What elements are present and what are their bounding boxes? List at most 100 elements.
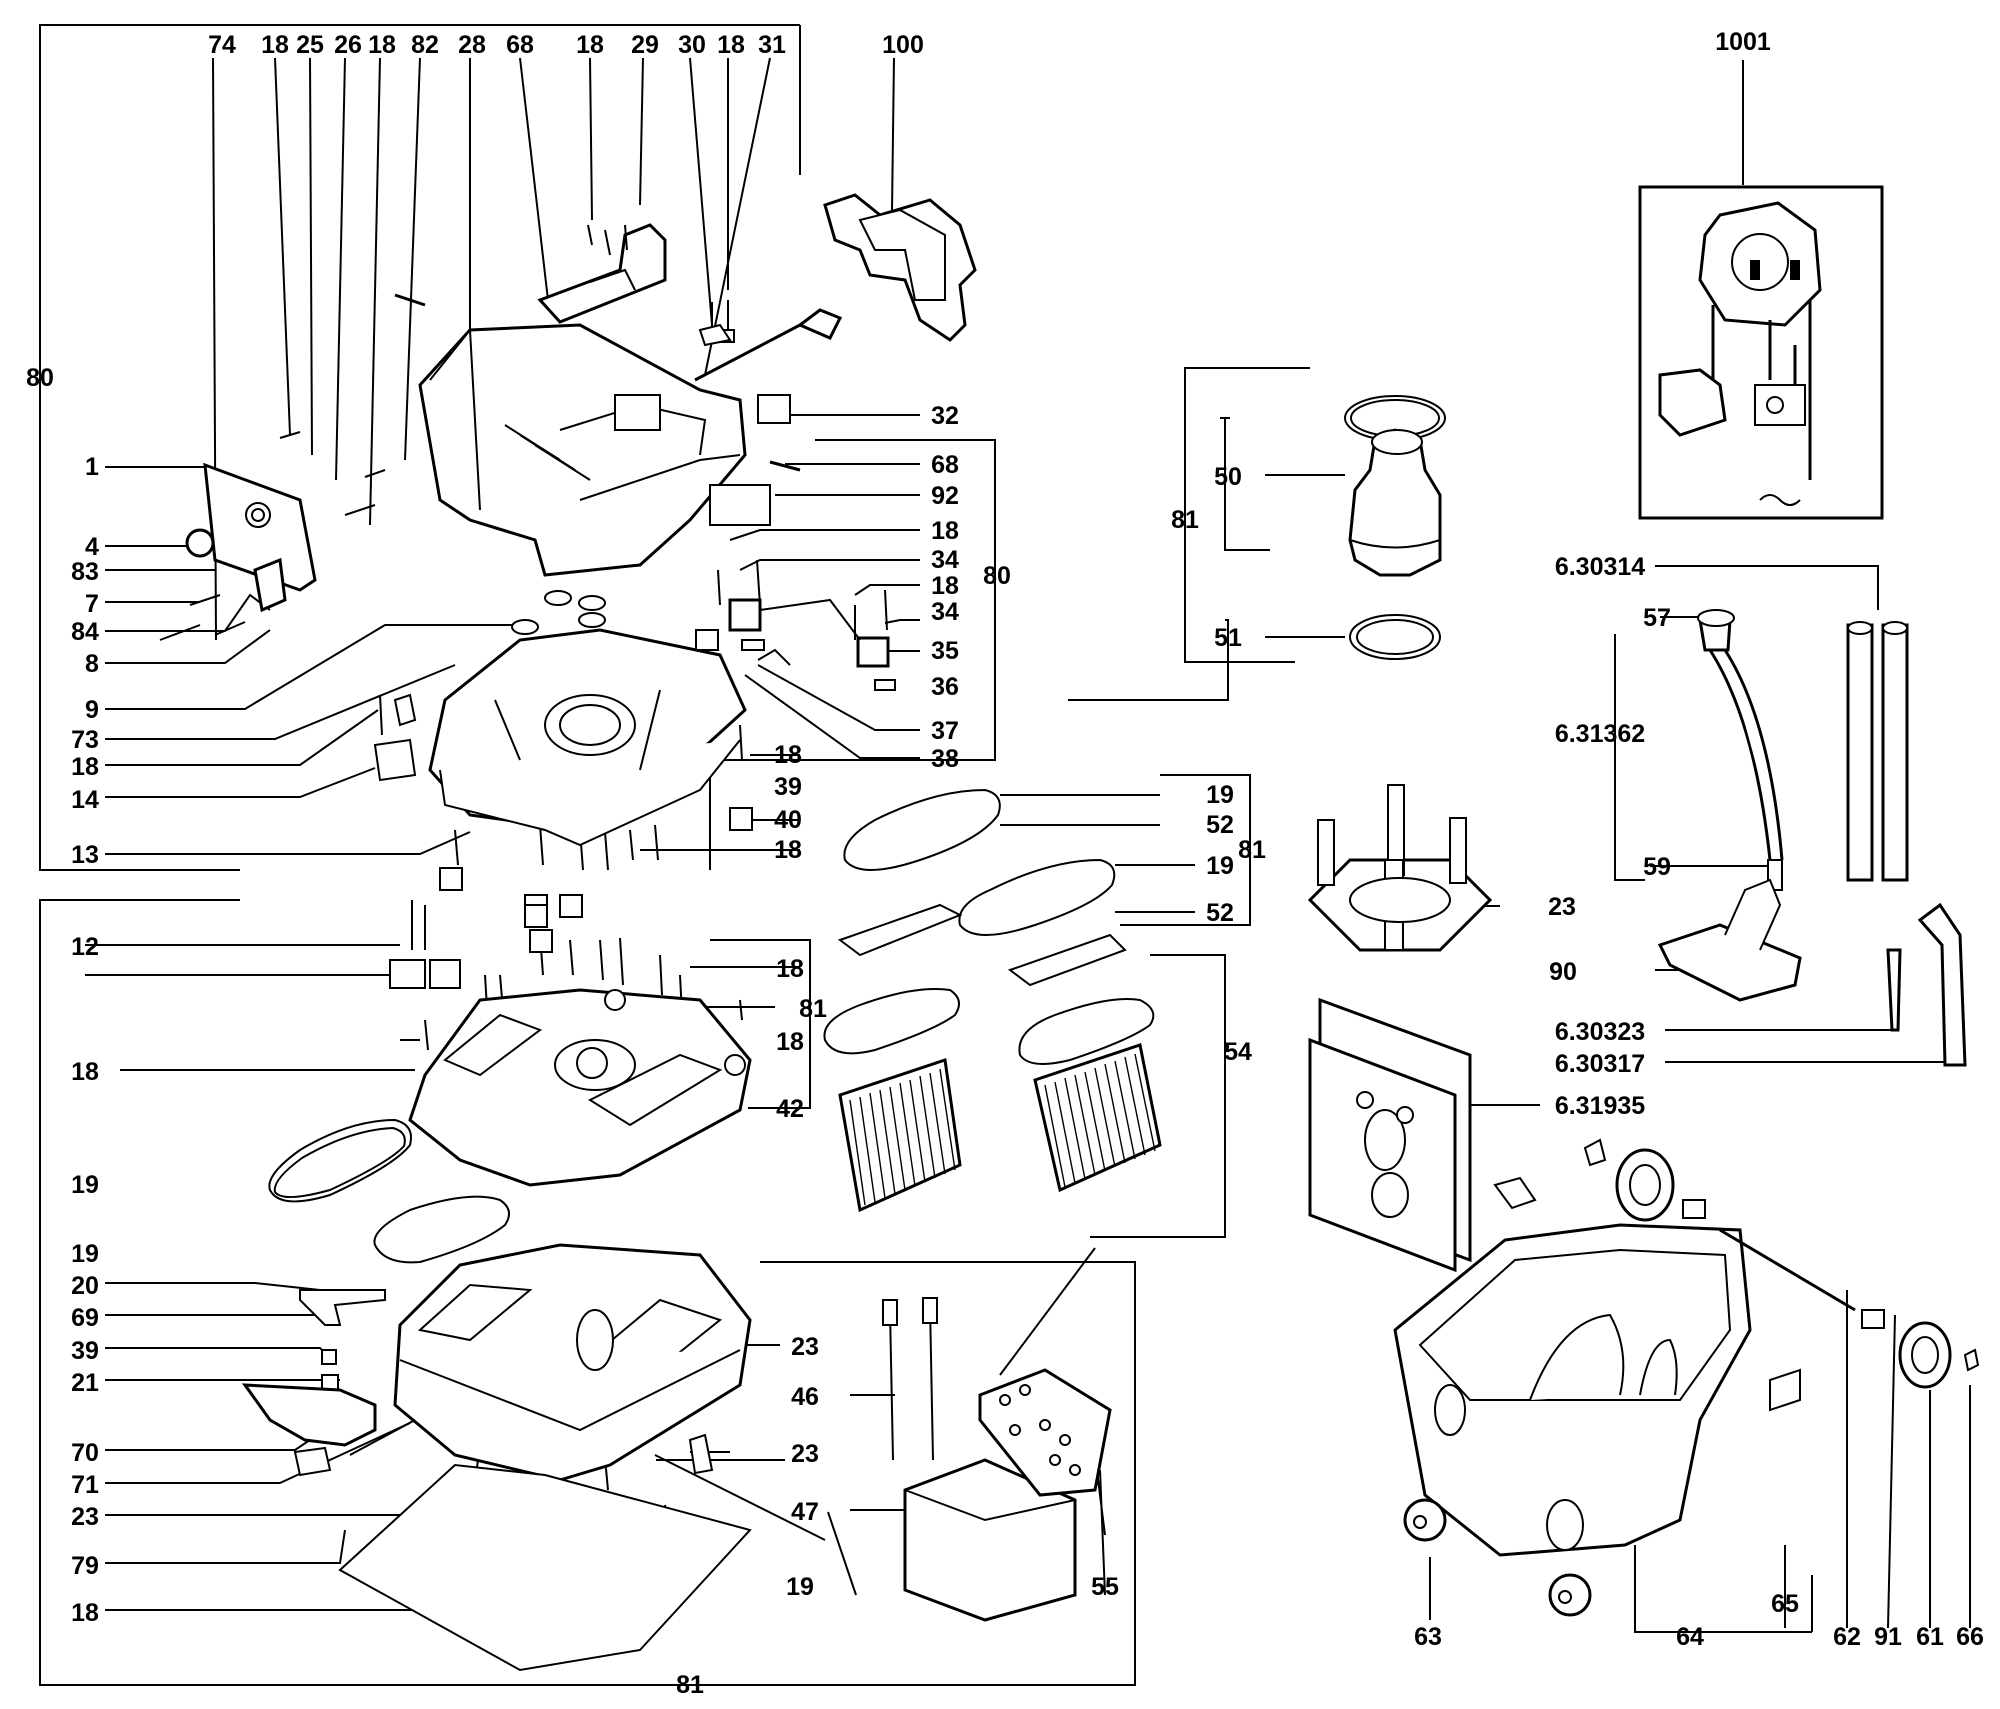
part-6.31935-filter-bag-illustration	[1308, 997, 1472, 1273]
label-65: 65	[1771, 1590, 1799, 1618]
label-18: 18	[776, 955, 804, 983]
part-21-handle-illustration	[241, 1383, 377, 1447]
label-68: 68	[931, 451, 959, 479]
part-32-label-illustration	[757, 394, 791, 424]
label-28: 28	[458, 31, 486, 59]
label-18: 18	[71, 1599, 99, 1627]
label-18: 18	[368, 31, 396, 59]
label-73: 73	[71, 726, 99, 754]
label-6.31935: 6.31935	[1555, 1092, 1645, 1120]
part-52-foam-strip-b-illustration	[1007, 933, 1127, 987]
part-100-bracket-illustration	[823, 193, 977, 342]
label-35: 35	[931, 637, 959, 665]
label-100: 100	[882, 31, 924, 59]
label-59: 59	[1643, 853, 1671, 881]
part-19-gasket-b-illustration	[373, 1195, 510, 1264]
label-18: 18	[931, 572, 959, 600]
part-46-rod-b-illustration	[929, 1304, 934, 1461]
label-55: 55	[1091, 1573, 1119, 1601]
part-6.31362-hose-illustration	[1697, 609, 1784, 891]
label-37: 37	[931, 717, 959, 745]
part-19-filter-gasket-a-illustration	[843, 788, 1001, 871]
label-18: 18	[774, 741, 802, 769]
label-84: 84	[71, 618, 99, 646]
label-47: 47	[791, 1498, 819, 1526]
label-9: 9	[85, 696, 99, 724]
part-69-spring-illustration	[321, 1349, 337, 1365]
label-39: 39	[774, 773, 802, 801]
label-54: 54	[1224, 1038, 1252, 1066]
part-61-wheels-illustration	[1615, 1148, 1952, 1389]
part-70-knob-illustration	[293, 1446, 332, 1477]
label-82: 82	[411, 31, 439, 59]
part-54-filter-cartridges-illustration	[823, 988, 1162, 1213]
label-18: 18	[717, 31, 745, 59]
label-6.31362: 6.31362	[1555, 720, 1645, 748]
part-6.30323-crevice-illustration	[1886, 948, 1902, 1032]
label-25: 25	[296, 31, 324, 59]
label-70: 70	[71, 1439, 99, 1467]
label-80: 80	[983, 562, 1011, 590]
label-18: 18	[261, 31, 289, 59]
label-6.30317: 6.30317	[1555, 1050, 1645, 1078]
part-28-top-cover-illustration	[418, 323, 747, 577]
label-29: 29	[631, 31, 659, 59]
label-1001: 1001	[1715, 28, 1771, 56]
label-92: 92	[931, 482, 959, 510]
label-34: 34	[931, 546, 959, 574]
part-4-knob-illustration	[185, 528, 215, 558]
assembly-brackets	[39, 24, 1813, 1686]
label-19: 19	[1206, 781, 1234, 809]
label-23: 23	[1548, 893, 1576, 921]
label-69: 69	[71, 1304, 99, 1332]
part-20-latch-illustration	[299, 1289, 386, 1326]
part-68-pin-illustration	[769, 460, 801, 472]
label-13: 13	[71, 841, 99, 869]
label-71: 71	[71, 1471, 99, 1499]
part-number-labels: 74 18 25 26 18 82 28 68 18 29 30 18 31 1…	[26, 28, 1984, 1699]
leader-lines	[85, 57, 1971, 1629]
part-9-washers-illustration	[511, 590, 606, 635]
part-91-bushing-a-illustration	[1682, 1199, 1706, 1219]
label-19: 19	[71, 1240, 99, 1268]
part-19-filter-gasket-b-illustration	[958, 858, 1116, 936]
part-1001-wiring-diagram-illustration	[1638, 185, 1884, 520]
label-81: 81	[1238, 836, 1266, 864]
label-46: 46	[791, 1383, 819, 1411]
part-64-tank-illustration	[1393, 1223, 1752, 1557]
label-21: 21	[71, 1369, 99, 1397]
label-18: 18	[71, 1058, 99, 1086]
label-42: 42	[776, 1095, 804, 1123]
part-55-foam-block-illustration	[978, 1368, 1112, 1497]
part-30-clamp-illustration	[698, 323, 732, 347]
part-6.30314-tubes-illustration	[1846, 621, 1909, 882]
part-19-rod-illustration	[654, 1454, 826, 1541]
label-66: 66	[1956, 1623, 1984, 1651]
label-91: 91	[1874, 1623, 1902, 1651]
part-52-foam-strip-a-illustration	[837, 903, 963, 957]
part-23-lower-housing-illustration	[393, 1243, 752, 1482]
label-38: 38	[931, 745, 959, 773]
label-7: 7	[85, 590, 99, 618]
label-79: 79	[71, 1552, 99, 1580]
part-63-castors-illustration	[1403, 1498, 1592, 1617]
label-63: 63	[1414, 1623, 1442, 1651]
motor-illustration	[1348, 428, 1442, 577]
label-19: 19	[786, 1573, 814, 1601]
label-6.30314: 6.30314	[1555, 553, 1645, 581]
label-50: 50	[1214, 463, 1242, 491]
label-18: 18	[71, 753, 99, 781]
part-68-pin-b-illustration	[394, 293, 426, 307]
label-32: 32	[931, 402, 959, 430]
label-18: 18	[931, 517, 959, 545]
part-91-bushing-b-illustration	[1861, 1309, 1885, 1329]
label-81: 81	[1171, 506, 1199, 534]
part-6.30317-bend-illustration	[1917, 902, 1967, 1067]
label-36: 36	[931, 673, 959, 701]
label-12: 12	[71, 933, 99, 961]
part-92-label-illustration	[709, 484, 771, 526]
part-35-electronics-illustration	[695, 598, 896, 691]
part-90-floor-nozzle-illustration	[1657, 878, 1802, 1002]
